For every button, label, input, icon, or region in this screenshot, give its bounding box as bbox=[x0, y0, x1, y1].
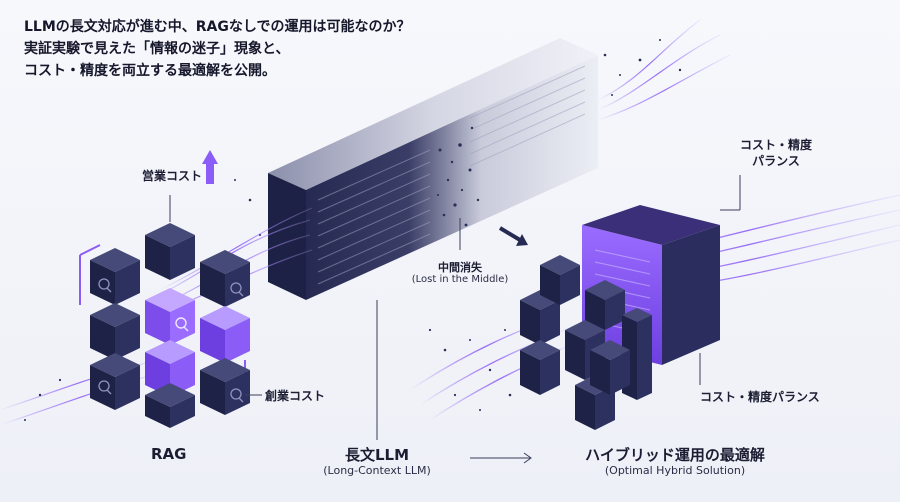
hybrid-balance-top-line-2: パランス bbox=[752, 154, 800, 168]
headline-line-1: LLMの長文対応が進む中、RAGなしでの運用は可能なのか？ bbox=[24, 19, 411, 35]
headline-line-2: 実証実験で見えた「情報の迷子」現象と、 bbox=[24, 41, 290, 57]
headline: LLMの長文対応が進む中、RAGなしでの運用は可能なのか？ 実証実験で見えた「情… bbox=[24, 16, 464, 82]
particles bbox=[24, 39, 682, 421]
hybrid-title: ハイブリッド運用の最適解 bbox=[585, 446, 765, 464]
rag-setup-cost-label: 創業コスト bbox=[265, 389, 326, 403]
hybrid-balance-label: コスト・精度パランス bbox=[700, 390, 820, 404]
arrow-right-icon bbox=[470, 452, 532, 464]
arrow-down-right-icon bbox=[498, 226, 528, 246]
hybrid-balance-top-line-1: コスト・精度 bbox=[739, 138, 812, 152]
right-top-strands bbox=[597, 19, 731, 121]
rag-cube-highlight bbox=[145, 288, 195, 345]
long-context-beam bbox=[268, 38, 598, 440]
lost-in-middle-label: 中間消失 bbox=[438, 261, 482, 274]
rag-title: RAG bbox=[151, 445, 187, 463]
rag-cube-cluster bbox=[79, 195, 262, 428]
long-context-subtitle: (Long-Context LLM) bbox=[323, 464, 431, 477]
arrow-up-icon bbox=[202, 150, 218, 184]
rag-ops-cost-label: 営業コスト bbox=[142, 169, 203, 183]
headline-line-3: コスト・精度を両立する最適解を公開。 bbox=[24, 63, 276, 79]
long-context-title: 長文LLM bbox=[344, 446, 410, 464]
hybrid-cluster bbox=[409, 175, 900, 430]
hybrid-subtitle: (Optimal Hybrid Solution) bbox=[604, 464, 746, 477]
lost-in-middle-sub: (Lost in the Middle) bbox=[411, 274, 509, 285]
